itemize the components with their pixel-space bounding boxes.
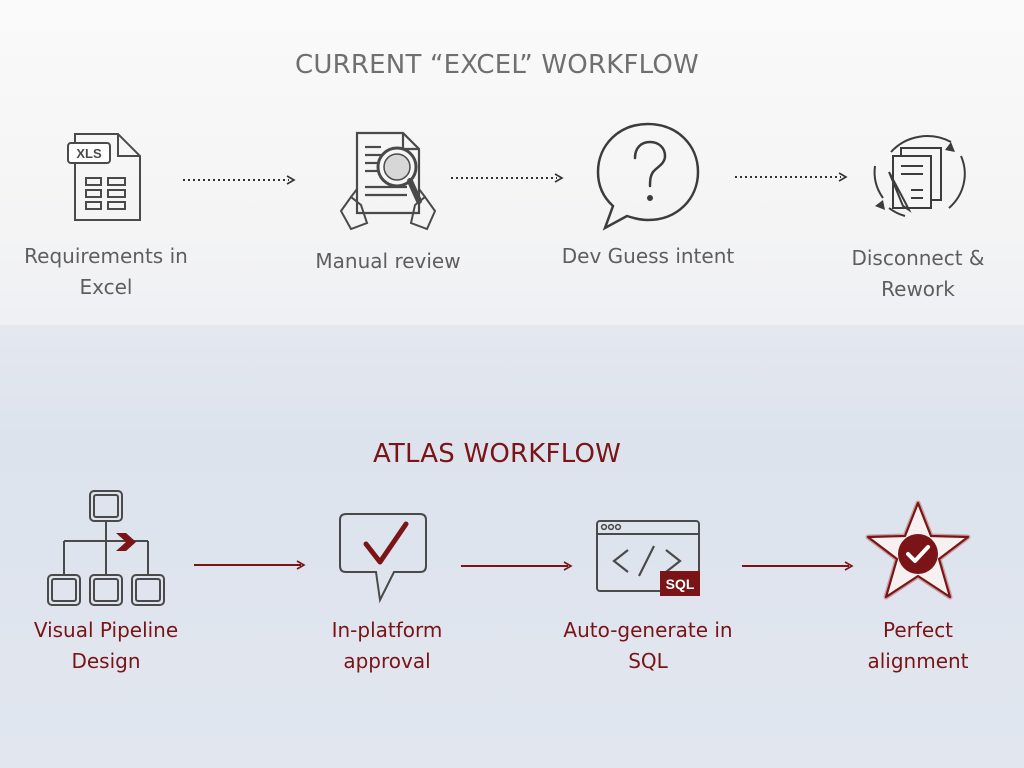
magnifier-review-icon [339,131,437,231]
step-label-visual-pipeline: Visual Pipeline Design [33,618,179,673]
pipeline-diagram-icon [47,490,165,606]
arrow-1 [194,560,306,570]
step-label-auto-generate: Auto-generate in SQL [563,618,733,673]
star-check-icon [865,500,971,600]
current-workflow-title: CURRENT “EXCEL” WORKFLOW [295,50,699,80]
current-workflow-section [0,0,1024,325]
dotted-arrow-1 [183,175,296,185]
step-label-dev-guess: Dev Guess intent [561,244,735,268]
step-label-disconnect: Disconnect & Rework [851,246,985,301]
step-label-perfect-alignment: Perfect alignment [867,618,969,673]
atlas-workflow-section [0,325,1024,768]
xls-icon-text: XLS [76,146,102,161]
arrow-3 [742,561,854,571]
checkmark-bubble-icon [339,513,427,604]
step-label-manual-review: Manual review [315,249,461,273]
step-label-in-platform-approval: In-platform approval [331,618,443,673]
atlas-workflow-title: ATLAS WORKFLOW [372,439,622,469]
question-bubble-icon [596,122,700,231]
xls-file-icon: XLS [67,133,141,221]
dotted-arrow-3 [735,172,848,182]
rework-cycle-icon [873,135,966,217]
dotted-arrow-2 [451,173,564,183]
arrow-2 [461,561,573,571]
code-window-icon: SQL [596,520,700,596]
step-label-requirements: Requirements in Excel [24,244,188,299]
sql-badge-text: SQL [666,576,695,592]
